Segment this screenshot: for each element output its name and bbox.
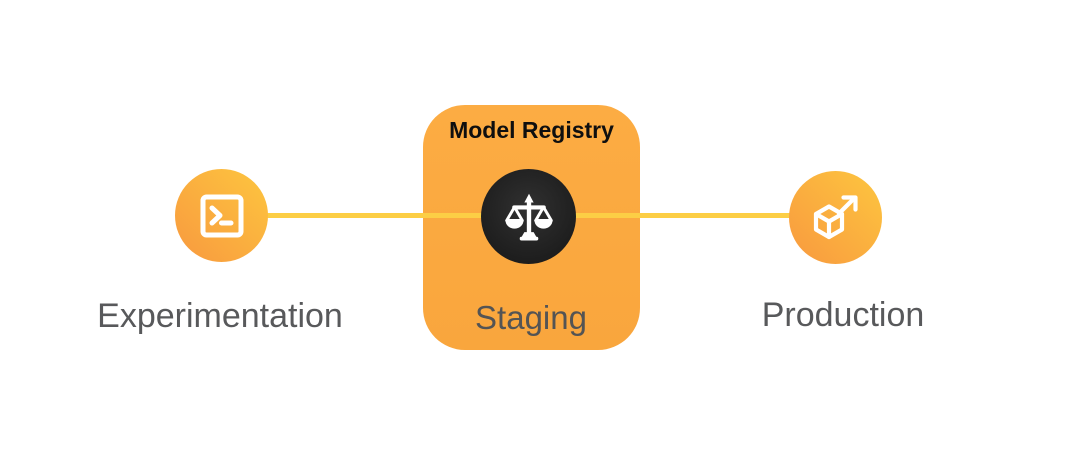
stage-node-experimentation: [175, 169, 268, 262]
stage-label-production: Production: [761, 296, 925, 334]
scales-icon: [500, 188, 558, 246]
stage-label-experimentation: Experimentation: [97, 297, 343, 335]
stage-label-staging: Staging: [475, 299, 587, 336]
stage-node-production: [789, 171, 882, 264]
registry-scales-circle: [481, 169, 576, 264]
model-registry-title: Model Registry: [449, 117, 614, 143]
cube-arrow-icon: [808, 190, 864, 246]
terminal-icon: [198, 192, 246, 240]
